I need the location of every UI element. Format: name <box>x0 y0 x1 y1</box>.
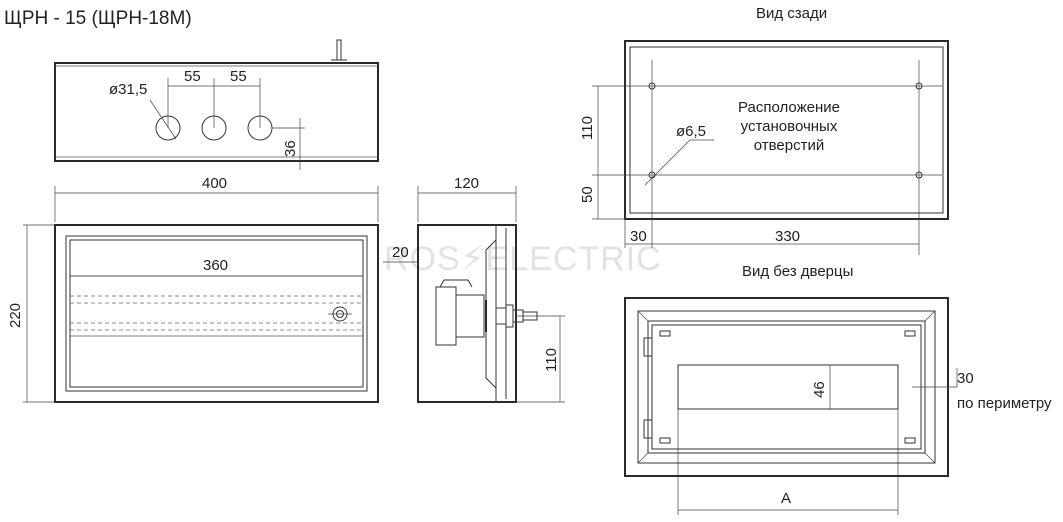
rear-bottom-offset-label: 50 <box>579 186 596 203</box>
rear-left-offset-label: 30 <box>630 228 647 245</box>
perimeter-value: 30 <box>957 370 974 387</box>
rear-view-outline <box>624 40 949 220</box>
hinge-bottom <box>643 419 653 439</box>
rear-note-line2: установочных <box>741 118 838 135</box>
side-depth-label: 120 <box>454 175 479 192</box>
rear-view-title: Вид сзади <box>756 5 827 22</box>
side-view: 120 20 110 <box>383 175 565 403</box>
perimeter-text: по периметру <box>957 395 1052 412</box>
rear-note-line1: Расположение <box>738 99 840 116</box>
rear-hole-diameter-label: ø6,5 <box>676 123 706 140</box>
key-stub <box>336 39 342 61</box>
front-inner-width-label: 360 <box>203 257 228 274</box>
hole-spacing-1: 55 <box>184 68 201 85</box>
rear-note-line3: отверстий <box>754 137 825 154</box>
top-view: 55 55 ø31,5 36 <box>54 39 379 170</box>
cutout-height-label: 46 <box>811 381 828 398</box>
rail-height-label: 110 <box>543 348 560 372</box>
rear-horiz-spacing-label: 330 <box>775 228 800 245</box>
rail-offset-label: 20 <box>392 244 409 261</box>
no-door-view-title: Вид без дверцы <box>742 263 853 280</box>
breaker-cutout <box>677 364 899 410</box>
front-view: 400 360 220 <box>7 175 379 403</box>
hole-offset-label: 36 <box>282 140 299 157</box>
breaker-body <box>435 286 457 346</box>
hinge-top <box>643 337 653 357</box>
watermark: ROS⚡ELECTRIC <box>384 240 662 278</box>
front-view-outline <box>54 224 379 403</box>
front-height-label: 220 <box>7 303 24 328</box>
front-width-label: 400 <box>202 175 227 192</box>
top-view-outline <box>54 62 379 162</box>
hole-spacing-2: 55 <box>230 68 247 85</box>
rear-view: Вид сзади 110 50 30 330 ø6,5 Расположени… <box>579 5 949 255</box>
rear-vert-spacing-label: 110 <box>579 116 596 140</box>
width-a-label: А <box>781 490 791 507</box>
drawing-title: ЩРН - 15 (ЩРН-18М) <box>4 8 192 29</box>
hole-diameter-label: ø31,5 <box>109 81 147 98</box>
side-view-outline <box>417 224 517 403</box>
no-door-view: Вид без дверцы 46 30 по периметру А <box>624 263 1052 515</box>
